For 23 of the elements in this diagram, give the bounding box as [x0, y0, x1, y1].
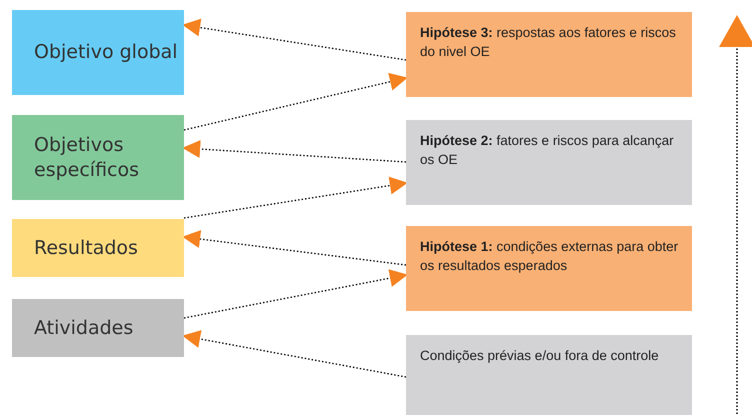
assumption-box [406, 12, 692, 97]
level-box [12, 299, 184, 357]
box-text: Objetivo global [33, 40, 178, 65]
box-text: Hipótese 2: fatores e riscos para alcançar os OE [419, 132, 675, 169]
assumption-box [406, 120, 692, 205]
box-text: Atividades [33, 316, 134, 340]
box-text: Hipótese 1: condições externas para obter os resultados esperados [419, 238, 680, 275]
level-box [12, 115, 184, 200]
assumption-box [406, 335, 692, 415]
arrow [184, 72, 408, 131]
level-box [12, 10, 184, 95]
assumption-box [406, 226, 692, 311]
arrow [184, 269, 408, 319]
arrow [182, 230, 406, 266]
level-box [12, 219, 184, 277]
box-text: Objetivos específicos [33, 132, 140, 182]
box-text: Hipótese 3: respostas aos fatores e riscos do nivel OE [419, 24, 677, 61]
box-text: Condições prévias e/ou fora de controle [419, 347, 660, 365]
arrow [184, 176, 408, 219]
arrow [182, 140, 406, 163]
arrow [182, 18, 406, 61]
arrow [182, 330, 406, 378]
box-text: Resultados [33, 236, 138, 260]
